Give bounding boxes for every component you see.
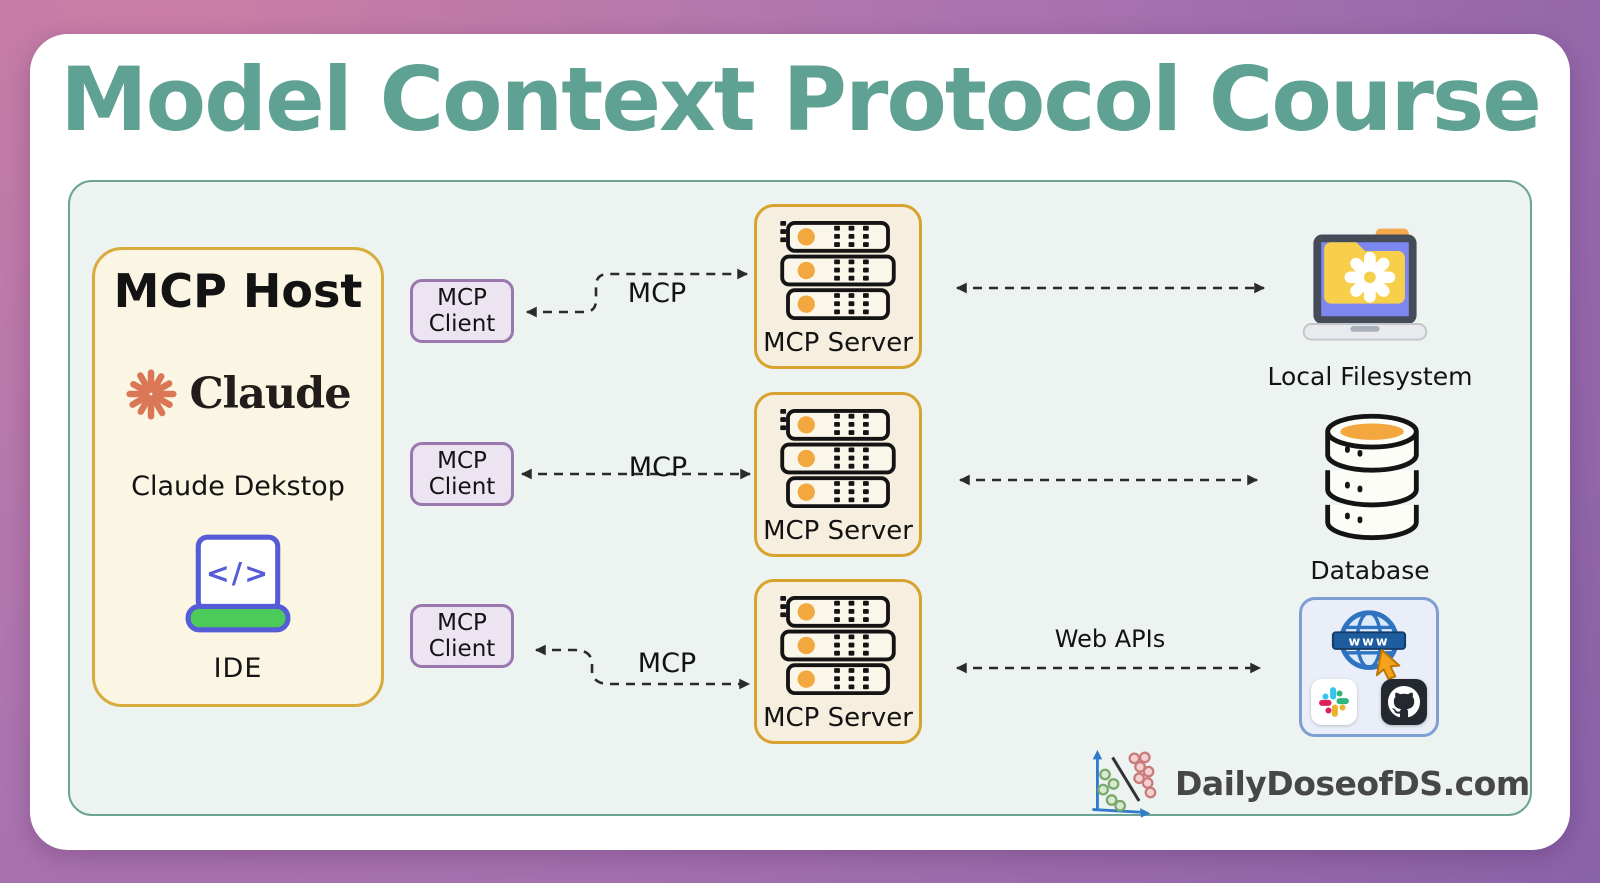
- mcp-server-2: MCP Server: [754, 392, 922, 557]
- github-icon: [1381, 679, 1427, 725]
- ide-laptop-icon: </>: [185, 534, 291, 633]
- claude-wordmark: Claude: [189, 369, 351, 419]
- globe-www-icon: www: [1331, 610, 1407, 681]
- mcp-client-2-line2: Client: [428, 474, 496, 500]
- gear-icon: [1344, 251, 1396, 303]
- mcp-link-label-3: MCP: [637, 648, 697, 679]
- claude-desktop-label: Claude Dekstop: [131, 471, 345, 502]
- diagram-panel: MCP Host Claude Claude Dek: [68, 180, 1532, 819]
- mcp-server-1-label: MCP Server: [763, 328, 913, 358]
- slack-icon: [1311, 679, 1357, 725]
- scatter-plot-logo-icon: [1092, 749, 1157, 818]
- server-rack-icon: [779, 221, 897, 321]
- mcp-server-1: MCP Server: [754, 204, 922, 369]
- ide-code-glyph: </>: [206, 557, 270, 590]
- mcp-link-label-2: MCP: [628, 452, 688, 483]
- ide-label: IDE: [213, 653, 263, 684]
- web-apis-box: www: [1299, 597, 1439, 737]
- server-rack-icon: [779, 409, 897, 509]
- mcp-client-1-line2: Client: [428, 311, 496, 337]
- mcp-server-3: MCP Server: [754, 579, 922, 744]
- mcp-client-3: MCP Client: [410, 604, 514, 668]
- mcp-client-3-line2: Client: [428, 636, 496, 662]
- claude-logo: Claude: [95, 368, 381, 420]
- mcp-server-2-label: MCP Server: [763, 516, 913, 546]
- page-title: Model Context Protocol Course: [60, 48, 1542, 151]
- claude-starburst-icon: [126, 369, 177, 420]
- mcp-link-label-1: MCP: [627, 278, 687, 309]
- mcp-server-3-label: MCP Server: [763, 703, 913, 733]
- brand-footer: DailyDoseofDS.com: [1085, 747, 1530, 819]
- www-banner-text: www: [1348, 634, 1389, 649]
- local-filesystem-label: Local Filesystem: [1267, 362, 1473, 391]
- main-card: Model Context Protocol Course: [30, 34, 1570, 850]
- mcp-client-2: MCP Client: [410, 442, 514, 506]
- mcp-host-heading: MCP Host: [113, 264, 363, 318]
- mcp-host-box: MCP Host Claude Claude Dek: [92, 247, 384, 707]
- database-label: Database: [1310, 556, 1430, 585]
- mcp-client-2-line1: MCP: [437, 447, 487, 474]
- mcp-client-1: MCP Client: [410, 279, 514, 343]
- mcp-client-1-line1: MCP: [437, 284, 487, 311]
- webapis-link-label: Web APIs: [1054, 625, 1166, 653]
- local-filesystem-icon: [1302, 228, 1428, 341]
- server-rack-icon: [779, 596, 897, 696]
- brand-text: DailyDoseofDS.com: [1175, 763, 1530, 803]
- mcp-client-3-line1: MCP: [437, 609, 487, 636]
- database-icon: [1325, 413, 1419, 541]
